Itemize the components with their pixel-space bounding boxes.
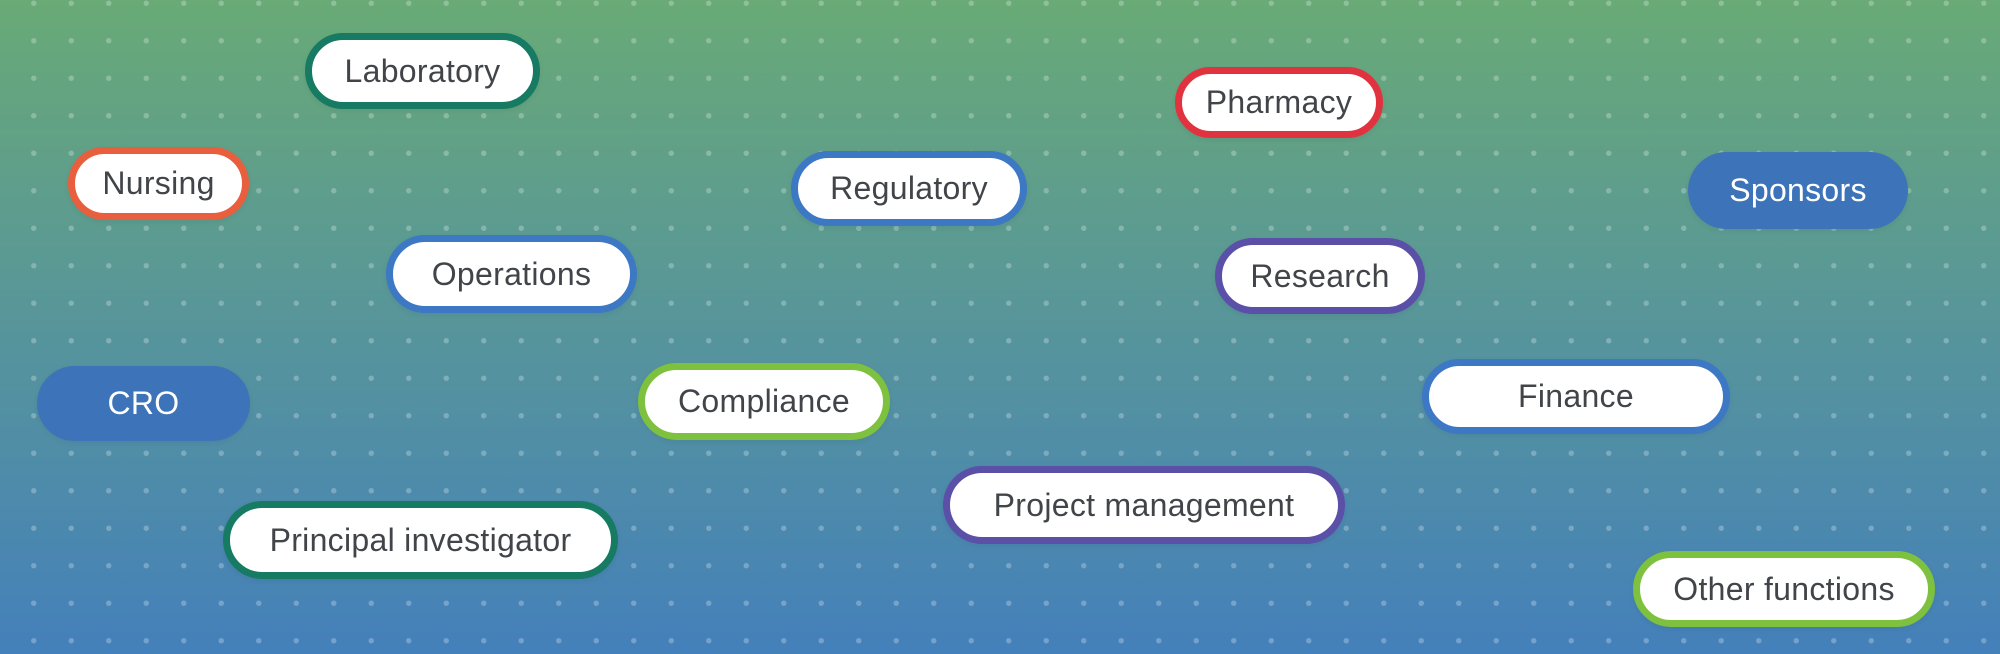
- badge-project-management: Project management: [943, 466, 1345, 544]
- badge-cro: CRO: [37, 366, 250, 441]
- badge-operations: Operations: [386, 235, 637, 313]
- badge-finance: Finance: [1422, 359, 1730, 434]
- badge-laboratory: Laboratory: [305, 33, 540, 109]
- badge-regulatory: Regulatory: [791, 151, 1027, 226]
- badge-other-functions: Other functions: [1633, 551, 1935, 627]
- badge-nursing: Nursing: [68, 147, 249, 220]
- badge-sponsors: Sponsors: [1688, 152, 1908, 229]
- badge-principal-investigator: Principal investigator: [223, 501, 618, 579]
- badge-pharmacy: Pharmacy: [1175, 67, 1383, 138]
- badge-research: Research: [1215, 238, 1425, 314]
- badge-compliance: Compliance: [638, 363, 890, 440]
